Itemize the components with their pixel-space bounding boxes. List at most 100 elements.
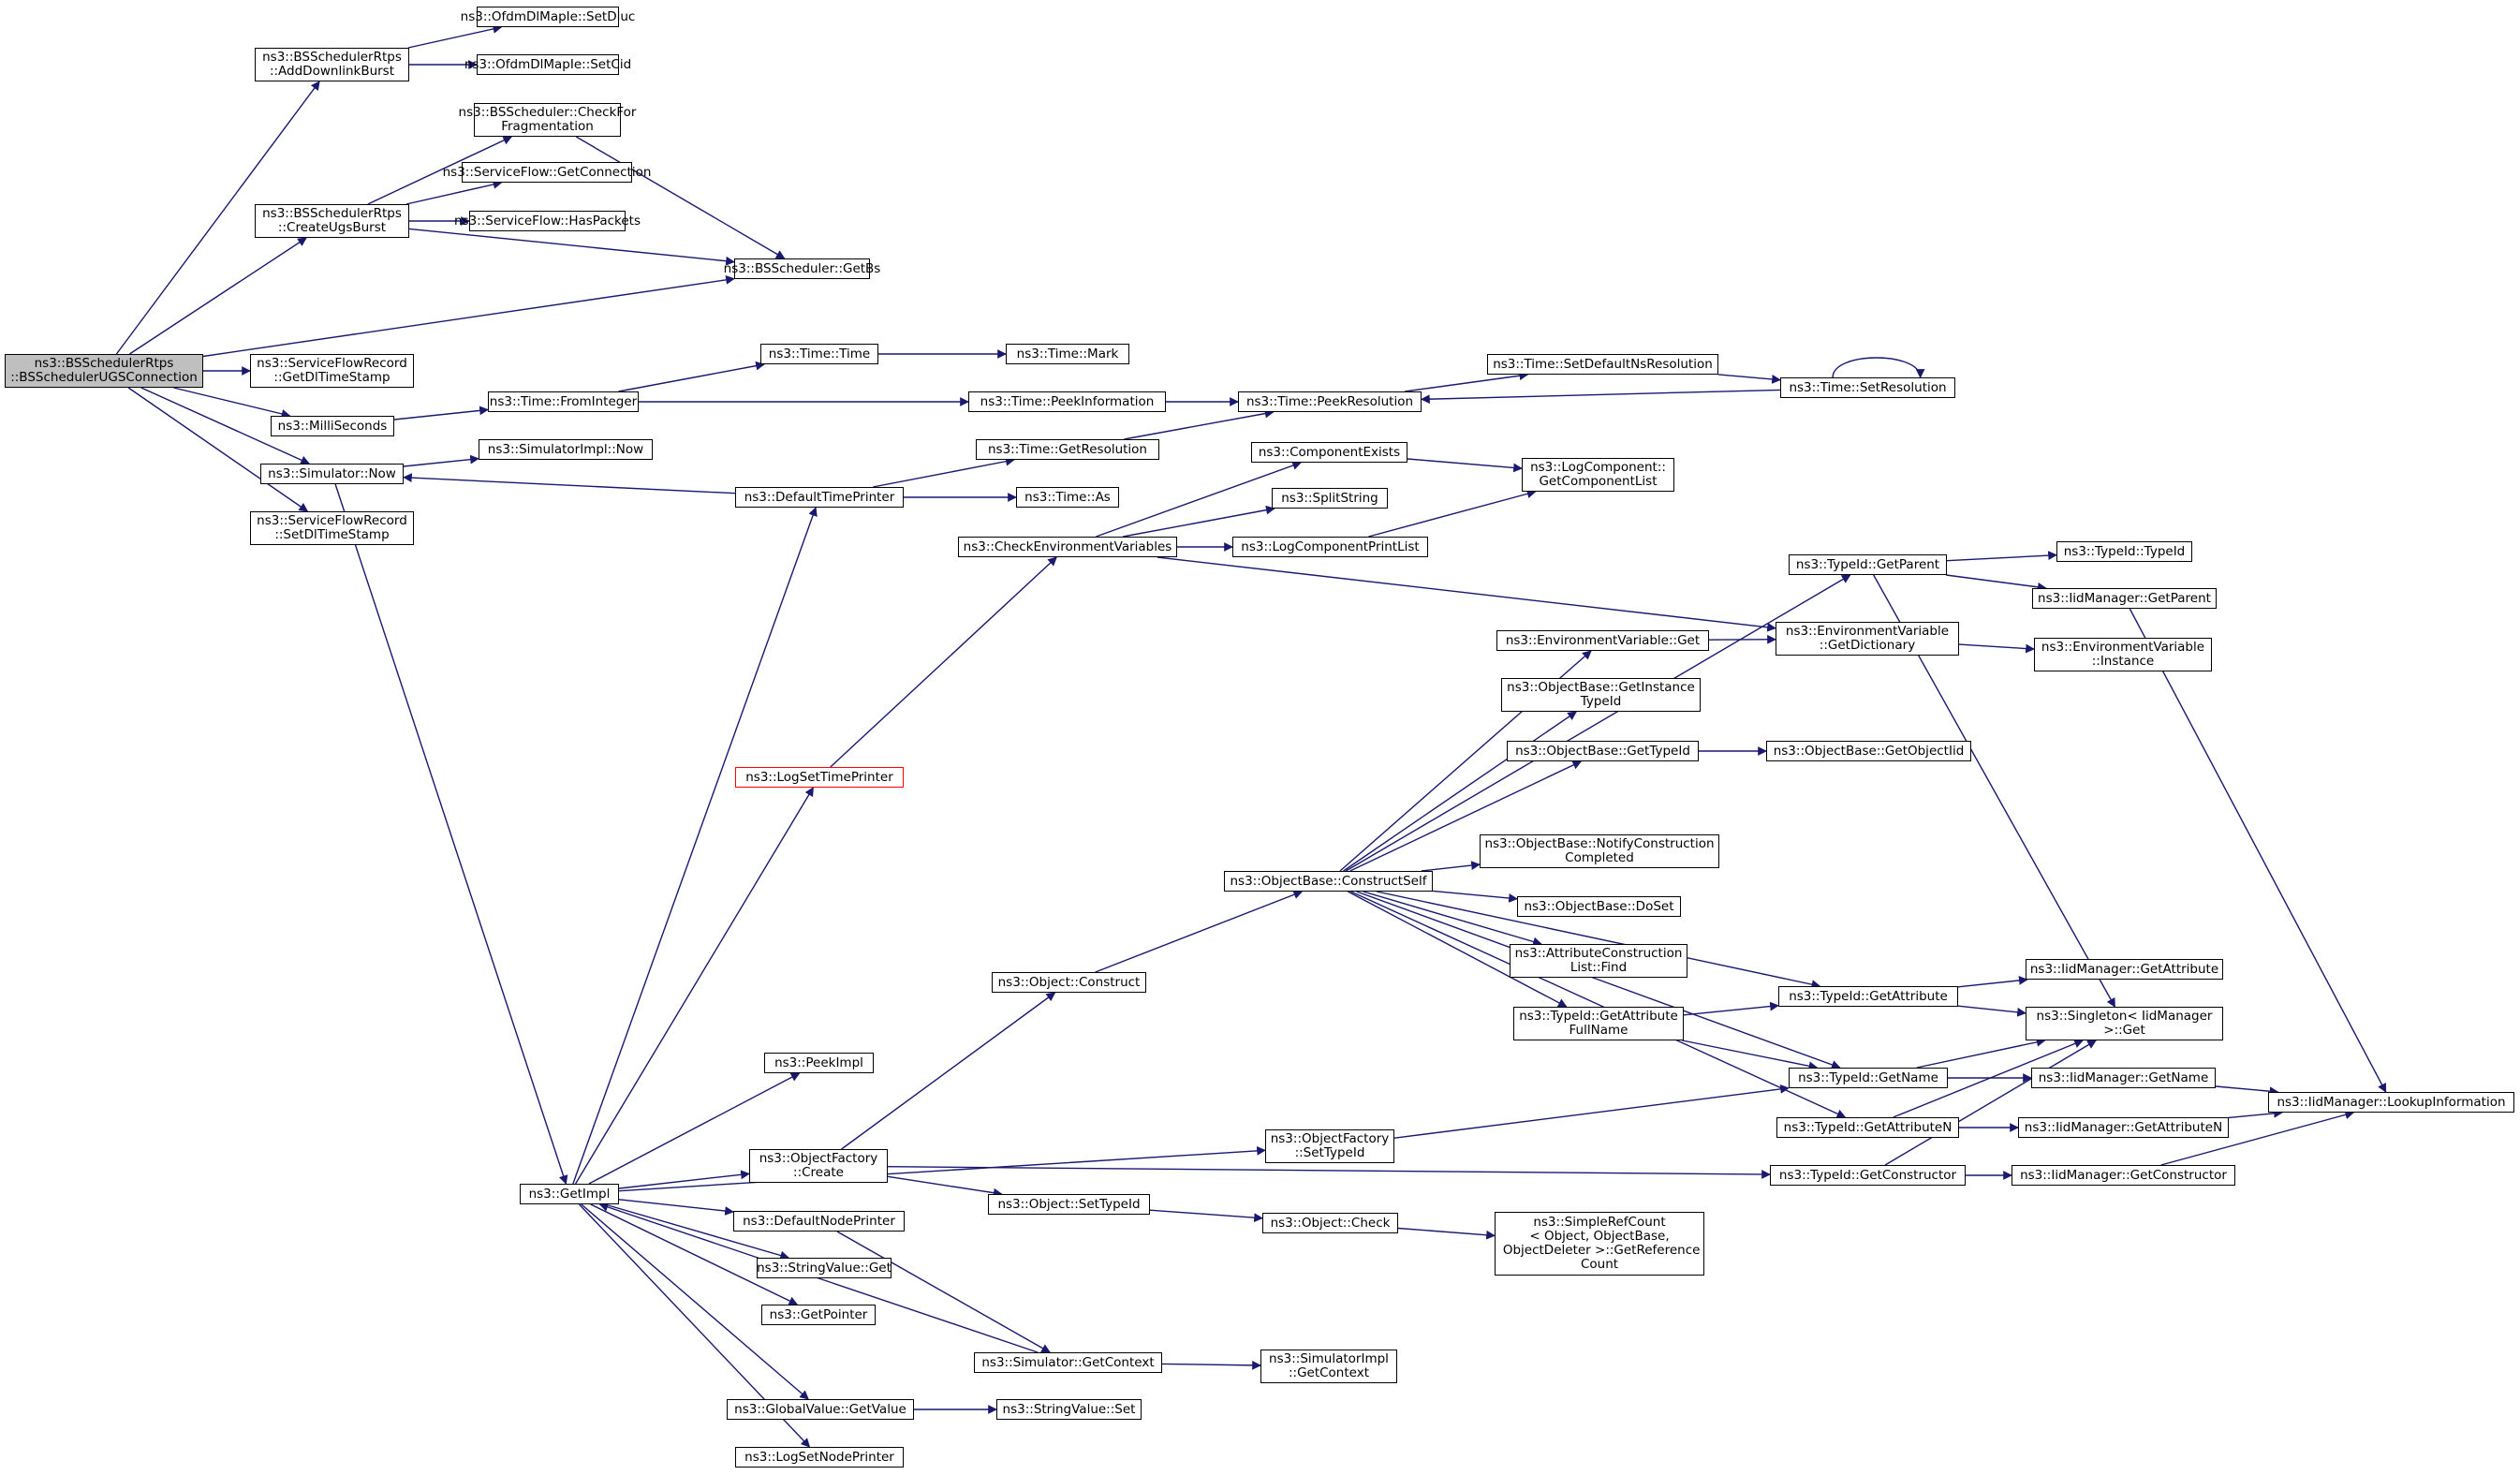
call-edge-objsettid-to-objcheck	[1149, 1209, 1263, 1223]
call-edge-constructself-to-attrfind	[1363, 891, 1542, 947]
node-notify-construction-completed[interactable]: ns3::ObjectBase::NotifyConstruction Comp…	[1480, 834, 1719, 868]
node-get-attribute-fullname[interactable]: ns3::TypeId::GetAttribute FullName	[1513, 1007, 1684, 1040]
node-create-ugs-burst[interactable]: ns3::BSSchedulerRtps ::CreateUgsBurst	[255, 204, 409, 238]
node-ofdm-set-cid[interactable]: ns3::OfdmDlMapIe::SetCid	[464, 54, 631, 75]
node-simulator-now[interactable]: ns3::Simulator::Now	[260, 464, 404, 484]
call-edge-add_dl-to-setdiuc	[407, 24, 503, 49]
node-iid-get-parent[interactable]: ns3::IidManager::GetParent	[2032, 588, 2217, 609]
node-check-environment-variables[interactable]: ns3::CheckEnvironmentVariables	[958, 537, 1177, 557]
call-edge-iidgetattrn-to-lookupinfo	[2228, 1108, 2283, 1119]
node-split-string[interactable]: ns3::SplitString	[1272, 488, 1388, 509]
call-edge-getimpl-to-defprinter	[572, 507, 818, 1185]
node-peek-information[interactable]: ns3::Time::PeekInformation	[968, 391, 1166, 412]
node-simulator-get-context[interactable]: ns3::Simulator::GetContext	[974, 1352, 1162, 1373]
call-edge-root-to-getbs	[202, 275, 735, 358]
call-edge-objcheck-to-simplerefcount	[1397, 1227, 1496, 1240]
call-edge-checkenv-to-getdict	[1157, 556, 1776, 632]
call-edge-getimpl-to-logsettime	[574, 787, 815, 1185]
node-simulator-impl-get-context[interactable]: ns3::SimulatorImpl ::GetContext	[1260, 1350, 1397, 1383]
call-edge-iidgetctor-to-lookupinfo	[2160, 1110, 2355, 1166]
node-typeid-get-attribute[interactable]: ns3::TypeId::GetAttribute	[1778, 986, 1958, 1007]
call-edge-setres-to-peekres	[1421, 389, 1781, 405]
node-object-check[interactable]: ns3::Object::Check	[1262, 1213, 1398, 1233]
node-milliseconds[interactable]: ns3::MilliSeconds	[271, 416, 394, 436]
call-edge-getimpl-to-gvgetvalue	[581, 1203, 809, 1400]
node-typeid-get-constructor[interactable]: ns3::TypeId::GetConstructor	[1770, 1165, 1966, 1186]
call-edge-millis-to-fromint	[393, 406, 489, 420]
node-iid-get-constructor[interactable]: ns3::IidManager::GetConstructor	[2012, 1165, 2235, 1186]
call-edge-getimpl-to-defnodeprinter	[618, 1199, 734, 1216]
node-get-component-list[interactable]: ns3::LogComponent:: GetComponentList	[1522, 458, 1674, 492]
call-edge-checkenv-to-compexists	[1096, 461, 1303, 538]
call-edge-createugs-to-getbs	[408, 228, 735, 266]
node-get-dl-timestamp[interactable]: ns3::ServiceFlowRecord ::GetDlTimeStamp	[250, 354, 414, 388]
node-simple-ref-count-get-reference-count[interactable]: ns3::SimpleRefCount < Object, ObjectBase…	[1495, 1212, 1704, 1276]
node-time-as[interactable]: ns3::Time::As	[1016, 487, 1119, 508]
node-get-resolution[interactable]: ns3::Time::GetResolution	[976, 439, 1159, 460]
call-edge-fromint-to-timetime	[618, 361, 765, 392]
call-edge-getattrfull-to-getattr	[1683, 1001, 1779, 1016]
node-lookup-information[interactable]: ns3::IidManager::LookupInformation	[2268, 1092, 2514, 1113]
node-typeid-get-name[interactable]: ns3::TypeId::GetName	[1789, 1068, 1948, 1088]
node-typeid-typeid[interactable]: ns3::TypeId::TypeId	[2056, 541, 2192, 562]
node-typeid-get-attribute-n[interactable]: ns3::TypeId::GetAttributeN	[1776, 1117, 1959, 1138]
call-edge-objfactcreate-to-objsettid	[887, 1175, 1003, 1198]
node-time-time[interactable]: ns3::Time::Time	[760, 344, 878, 364]
node-env-get[interactable]: ns3::EnvironmentVariable::Get	[1496, 630, 1709, 651]
call-edge-simnow-to-getimpl	[334, 483, 568, 1185]
node-peek-impl[interactable]: ns3::PeekImpl	[764, 1053, 874, 1073]
node-has-packets[interactable]: ns3::ServiceFlow::HasPackets	[454, 211, 641, 231]
node-set-resolution[interactable]: ns3::Time::SetResolution	[1780, 377, 1955, 398]
node-peek-resolution[interactable]: ns3::Time::PeekResolution	[1238, 391, 1422, 412]
node-attribute-construction-list-find[interactable]: ns3::AttributeConstruction List::Find	[1510, 944, 1687, 978]
node-get-pointer[interactable]: ns3::GetPointer	[761, 1305, 876, 1325]
node-object-construct[interactable]: ns3::Object::Construct	[992, 972, 1146, 993]
node-check-for-fragmentation[interactable]: ns3::BSScheduler::CheckFor Fragmentation	[459, 103, 636, 137]
node-object-set-typeid[interactable]: ns3::Object::SetTypeId	[988, 1194, 1150, 1215]
node-get-typeid[interactable]: ns3::ObjectBase::GetTypeId	[1507, 741, 1699, 761]
call-edge-getimpl-to-objfactcreate	[618, 1170, 750, 1189]
call-edge-logsettime-to-checkenv	[830, 556, 1057, 768]
node-from-integer[interactable]: ns3::Time::FromInteger	[488, 391, 639, 412]
node-simulator-impl-now[interactable]: ns3::SimulatorImpl::Now	[479, 439, 653, 460]
node-set-dl-timestamp[interactable]: ns3::ServiceFlowRecord ::SetDlTimeStamp	[250, 511, 414, 545]
call-edge-objconstruct-to-constructself	[1095, 890, 1304, 973]
node-do-set[interactable]: ns3::ObjectBase::DoSet	[1517, 896, 1681, 917]
node-iid-get-name[interactable]: ns3::IidManager::GetName	[2031, 1068, 2216, 1088]
call-edge-objfactcreate-to-getctor	[887, 1166, 1771, 1179]
node-iid-get-attribute-n[interactable]: ns3::IidManager::GetAttributeN	[2018, 1117, 2229, 1138]
node-typeid-get-parent[interactable]: ns3::TypeId::GetParent	[1789, 554, 1947, 575]
node-log-set-node-printer[interactable]: ns3::LogSetNodePrinter	[735, 1447, 904, 1468]
node-log-component-print-list[interactable]: ns3::LogComponentPrintList	[1232, 537, 1428, 557]
node-add-downlink-burst[interactable]: ns3::BSSchedulerRtps ::AddDownlinkBurst	[255, 48, 409, 81]
node-get-dictionary[interactable]: ns3::EnvironmentVariable ::GetDictionary	[1776, 622, 1959, 656]
node-get-instance-typeid[interactable]: ns3::ObjectBase::GetInstance TypeId	[1501, 678, 1701, 712]
node-default-time-printer[interactable]: ns3::DefaultTimePrinter	[735, 487, 904, 508]
call-edge-root-to-createugs	[129, 237, 307, 355]
node-get-connection[interactable]: ns3::ServiceFlow::GetConnection	[443, 162, 651, 183]
node-global-value-get-value[interactable]: ns3::GlobalValue::GetValue	[727, 1399, 914, 1420]
node-default-node-printer[interactable]: ns3::DefaultNodePrinter	[733, 1211, 905, 1232]
node-component-exists[interactable]: ns3::ComponentExists	[1251, 442, 1407, 463]
node-get-object-iid[interactable]: ns3::ObjectBase::GetObjectIid	[1766, 741, 1971, 761]
call-edge-simgetctx-to-getimpl	[598, 1202, 1039, 1353]
node-string-value-set[interactable]: ns3::StringValue::Set	[996, 1399, 1142, 1420]
node-get-impl[interactable]: ns3::GetImpl	[520, 1184, 619, 1204]
node-iid-get-attribute[interactable]: ns3::IidManager::GetAttribute	[2026, 959, 2223, 980]
node-singleton-iidmanager-get[interactable]: ns3::Singleton< IidManager >::Get	[2026, 1007, 2223, 1040]
call-edge-simgetctx-to-simimplgetctx	[1161, 1360, 1261, 1370]
call-edge-getres-to-peekres	[1124, 408, 1275, 440]
node-object-factory-create[interactable]: ns3::ObjectFactory ::Create	[749, 1149, 888, 1183]
node-log-set-time-printer[interactable]: ns3::LogSetTimePrinter	[735, 767, 904, 788]
node-get-bs[interactable]: ns3::BSScheduler::GetBs	[724, 258, 880, 279]
node-construct-self[interactable]: ns3::ObjectBase::ConstructSelf	[1224, 871, 1433, 892]
node-set-default-ns-resolution[interactable]: ns3::Time::SetDefaultNsResolution	[1487, 354, 1718, 375]
node-ofdm-set-diuc[interactable]: ns3::OfdmDlMapIe::SetDiuc	[461, 7, 635, 27]
node-object-factory-set-typeid[interactable]: ns3::ObjectFactory ::SetTypeId	[1265, 1129, 1394, 1163]
node-time-mark[interactable]: ns3::Time::Mark	[1006, 344, 1129, 364]
node-string-value-get[interactable]: ns3::StringValue::Get	[757, 1258, 892, 1278]
call-edge-constructself-to-getattrfull	[1348, 891, 1568, 1008]
call-edge-createugs-to-checkfrag	[367, 136, 513, 205]
node-env-instance[interactable]: ns3::EnvironmentVariable ::Instance	[2034, 638, 2212, 671]
